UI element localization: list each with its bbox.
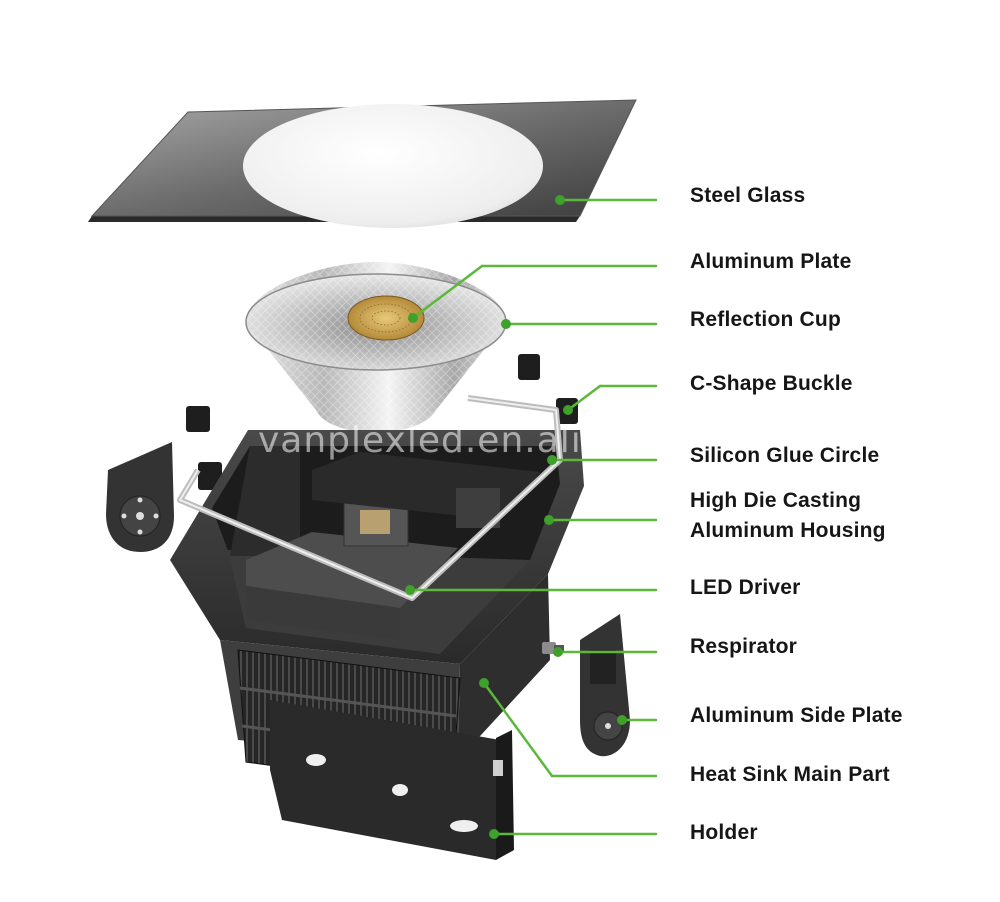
label-aluminum-side-plate: Aluminum Side Plate: [690, 704, 903, 727]
holder-bracket: [270, 700, 514, 860]
label-c-shape-buckle: C-Shape Buckle: [690, 372, 853, 395]
label-reflection-cup: Reflection Cup: [690, 308, 841, 331]
label-silicon-glue-circle: Silicon Glue Circle: [690, 444, 880, 467]
right-side-plate: [580, 614, 630, 757]
leader-lines: [408, 198, 658, 836]
label-housing-line-2: Aluminum Housing: [690, 519, 886, 542]
label-led-driver: LED Driver: [690, 576, 801, 599]
leader-dots: [405, 195, 627, 839]
watermark: vanplexled.en.alibaba.com: [258, 420, 768, 461]
steel-glass-panel: [88, 99, 637, 228]
label-housing-line-1: High Die Casting: [690, 489, 862, 512]
label-heat-sink: Heat Sink Main Part: [690, 763, 890, 786]
label-steel-glass: Steel Glass: [690, 184, 806, 207]
reflection-cup-part: [245, 262, 507, 433]
label-aluminum-plate: Aluminum Plate: [690, 250, 852, 273]
left-side-plate: [106, 442, 174, 552]
label-respirator: Respirator: [690, 635, 798, 658]
silicon-glue-ring: [177, 395, 563, 601]
c-shape-buckles: [186, 354, 578, 490]
label-holder: Holder: [690, 821, 758, 844]
